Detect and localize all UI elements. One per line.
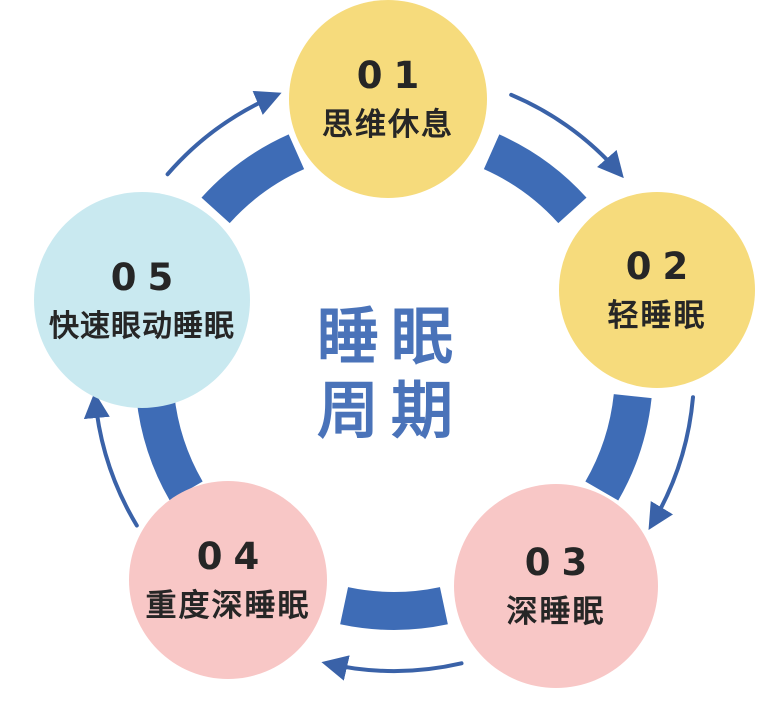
diagram-title: 睡眠 周期 [0,300,770,449]
stage-label: 重度深睡眠 [145,588,311,624]
stage-circle-02: 02 轻睡眠 [559,192,755,388]
stage-number: 02 [625,245,700,288]
ring-segment-05-01 [201,134,305,224]
stage-number: 04 [196,535,271,578]
stage-label: 快速眼动睡眠 [49,308,235,344]
stage-label: 轻睡眠 [607,298,707,334]
flow-arrow-04-to-05 [83,392,139,528]
stage-number: 05 [110,255,185,299]
flow-arrow-03-to-04 [321,655,464,681]
ring-segment-02-03 [585,393,652,501]
stage-number: 03 [524,541,599,584]
flow-arrow-02-to-03 [648,395,695,530]
diagram-title-line2: 周期 [316,374,465,448]
ring-segment-03-04 [340,587,448,630]
ring-segment-01-02 [483,134,587,224]
stage-circle-04: 04 重度深睡眠 [129,481,327,679]
flow-arrow-05-to-01 [165,90,282,177]
stage-circle-05: 05 快速眼动睡眠 [34,192,250,408]
diagram-title-line1: 睡眠 [316,300,465,373]
stage-circle-01: 01 思维休息 [289,0,487,198]
stage-circle-03: 03 深睡眠 [454,484,658,688]
stage-label: 思维休息 [322,107,454,143]
stage-label: 深睡眠 [506,594,606,630]
stage-number: 01 [356,54,431,97]
flow-arrow-01-to-02 [509,92,624,179]
